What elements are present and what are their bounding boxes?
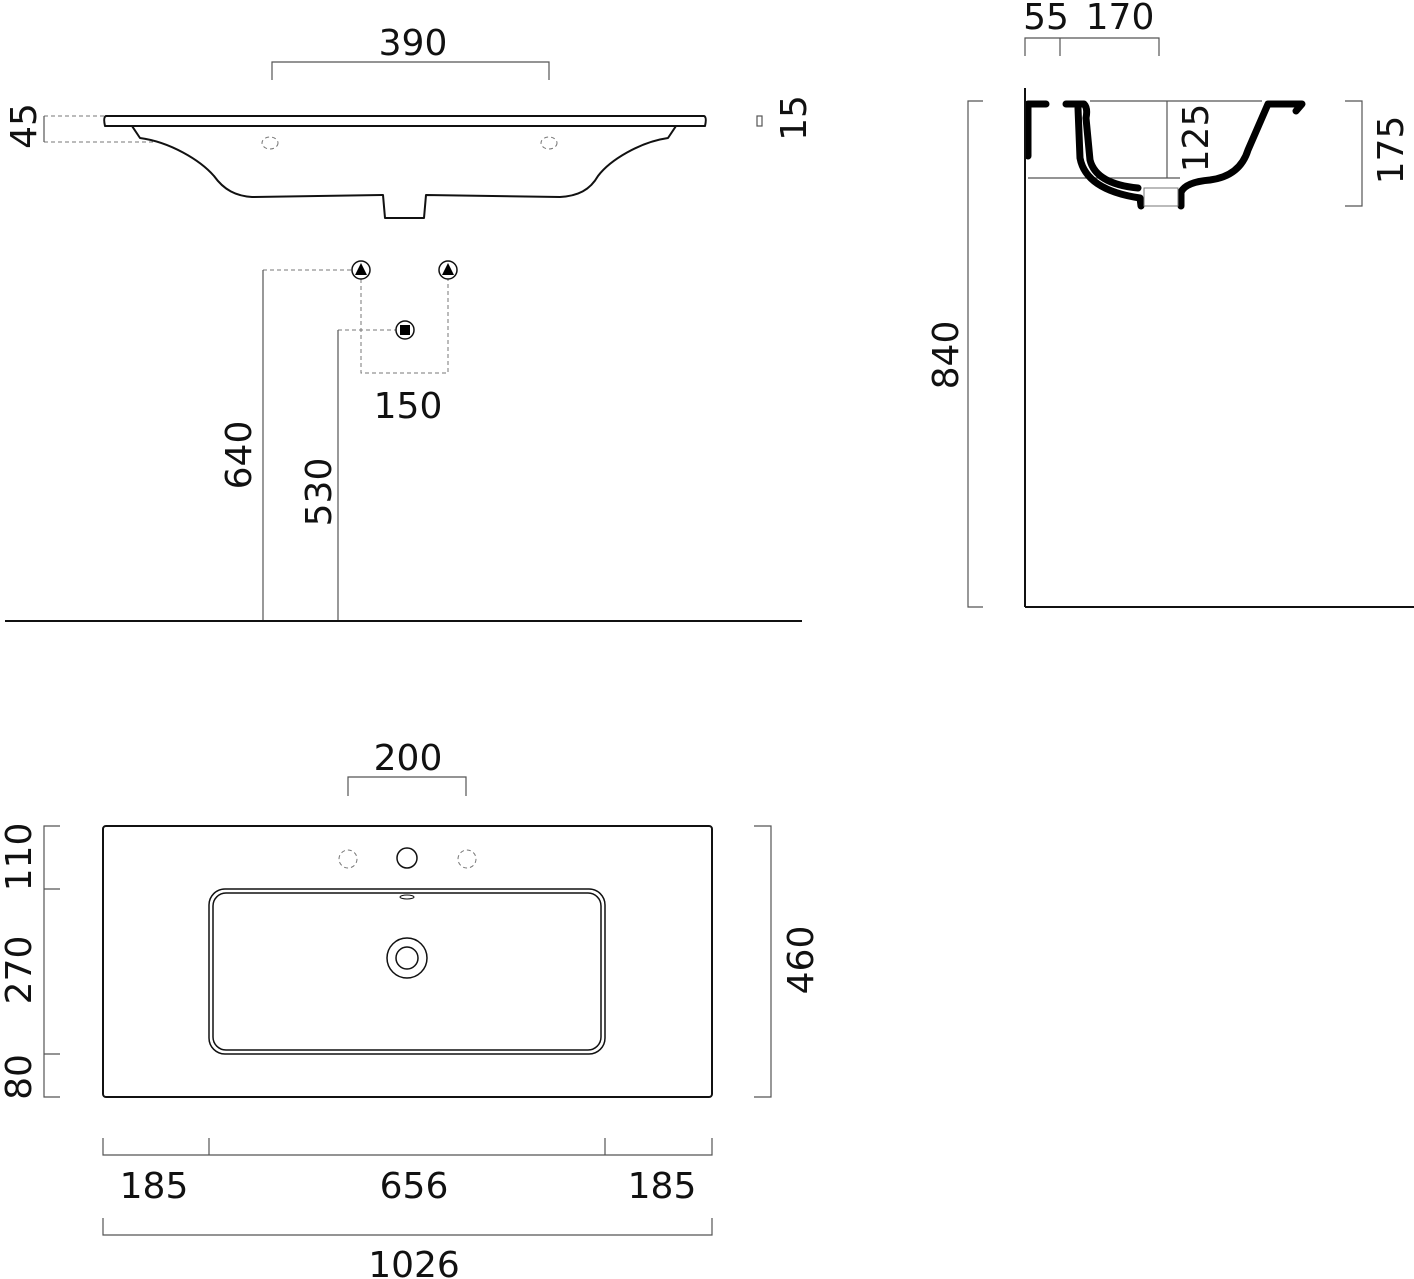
drain-inner [395,946,419,970]
side-view: 55 170 840 175 125 [926,0,1414,608]
faucet-hole-hidden [540,136,558,150]
dim-label-hole-spacing: 200 [374,738,443,779]
dim-label-total-width: 1026 [368,1245,460,1279]
dim-line-widths [102,1138,713,1156]
dim-line-125 [1028,100,1262,179]
basin-section-right [1177,100,1306,210]
bowl-outline-outer [208,888,606,1055]
front-view: 390 45 15 150 640 530 [4,23,815,622]
water-supply-icon [438,260,458,280]
dim-label-basin-depth: 270 [0,936,40,1005]
dim-line-55-170 [1024,37,1160,56]
dim-label-wall-offset: 55 [1023,0,1069,38]
basin-section-outer [1024,100,1142,192]
dim-label-supply-height: 640 [219,421,260,490]
water-supply-icon [351,260,371,280]
dim-line-460 [754,825,772,1098]
basin-section-inner [1074,104,1145,210]
dim-label-right-margin: 185 [628,1166,697,1207]
dim-line-840 [967,100,983,608]
dim-line-1026 [102,1218,713,1236]
drain-section [1143,187,1179,207]
dim-label-back-margin: 110 [0,823,40,892]
optional-tap-hole [338,849,358,869]
dim-label-faucet-spacing: 390 [379,23,448,64]
basin-body-front [131,125,677,219]
bowl-outline-inner [212,892,602,1051]
dim-label-slab-thickness: 15 [774,95,815,141]
supply-dashed-lines [263,269,449,374]
dim-label-total-depth: 460 [781,926,822,995]
basin-outline-plan [102,825,713,1098]
dim-label-total-height: 45 [4,103,45,149]
dim-label-installation-height: 840 [926,321,967,390]
dim-line-45 [44,115,262,143]
dim-label-total-depth: 175 [1371,116,1412,185]
dim-label-basin-width: 656 [380,1166,449,1207]
tap-hole [396,847,418,869]
drain-outlet-icon [395,320,415,340]
dim-label-bowl-offset: 170 [1086,0,1155,38]
basin-slab-front [103,115,707,127]
dim-label-supply-spacing: 150 [374,386,443,427]
dim-line-175 [1345,100,1363,207]
dim-line-depths [43,825,60,1098]
dim-line-390 [271,61,550,80]
dim-line-200 [347,776,467,796]
dim-label-front-margin: 80 [0,1054,40,1100]
plan-view: 200 110 270 80 460 185 656 185 1026 [0,738,822,1279]
overflow-hole [399,894,415,900]
height-dim-lines [262,270,339,621]
dim-label-left-margin: 185 [120,1166,189,1207]
dim-label-drain-height: 530 [299,458,340,527]
dim-mark-15 [756,115,763,127]
optional-tap-hole [457,849,477,869]
faucet-hole-hidden [261,136,279,150]
drain-outer [386,937,428,979]
dim-label-bowl-depth: 125 [1176,104,1217,173]
